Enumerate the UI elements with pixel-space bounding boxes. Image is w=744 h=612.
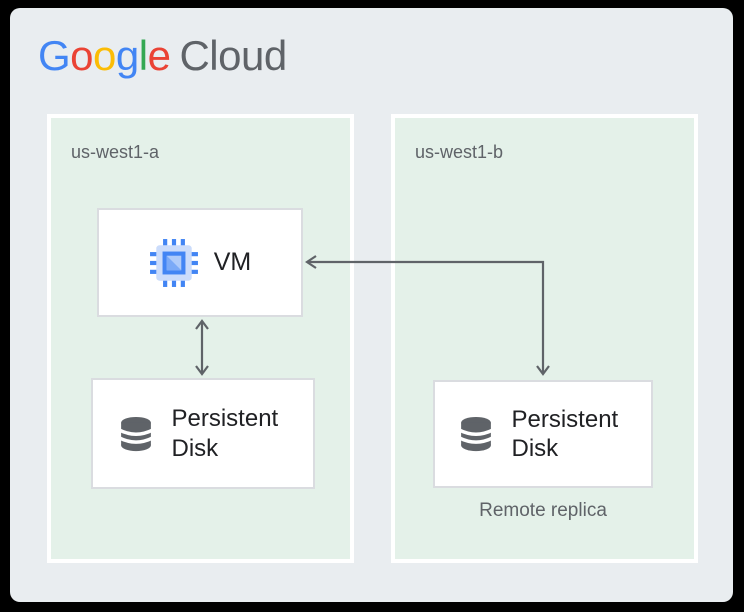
logo-letter: g [115, 32, 139, 79]
database-icon [458, 416, 493, 452]
zone-us-west1-a: us-west1-a [47, 114, 354, 563]
persistent-disk-replica-node: Persistent Disk [433, 380, 653, 488]
logo-letter: o [93, 32, 116, 79]
logo-letter: e [147, 32, 171, 79]
google-wordmark: Google [38, 32, 171, 79]
logo-letter: o [70, 32, 94, 79]
persistent-disk-primary-label: Persistent Disk [171, 405, 279, 462]
database-icon [118, 416, 153, 451]
logo-letter: G [38, 32, 71, 79]
vm-node: VM [97, 208, 303, 317]
zone-b-label: us-west1-b [415, 142, 504, 162]
vm-label: VM [213, 248, 252, 277]
zone-a-label: us-west1-a [71, 142, 160, 162]
remote-replica-caption: Remote replica [479, 500, 607, 521]
persistent-disk-replica-label: Persistent Disk [511, 405, 619, 462]
persistent-disk-primary-node: Persistent Disk [91, 378, 315, 489]
logo-letter: l [138, 32, 148, 79]
compute-engine-icon [149, 238, 198, 287]
cloud-wordmark: Cloud [179, 32, 287, 79]
zone-us-west1-b: us-west1-b [391, 114, 698, 563]
